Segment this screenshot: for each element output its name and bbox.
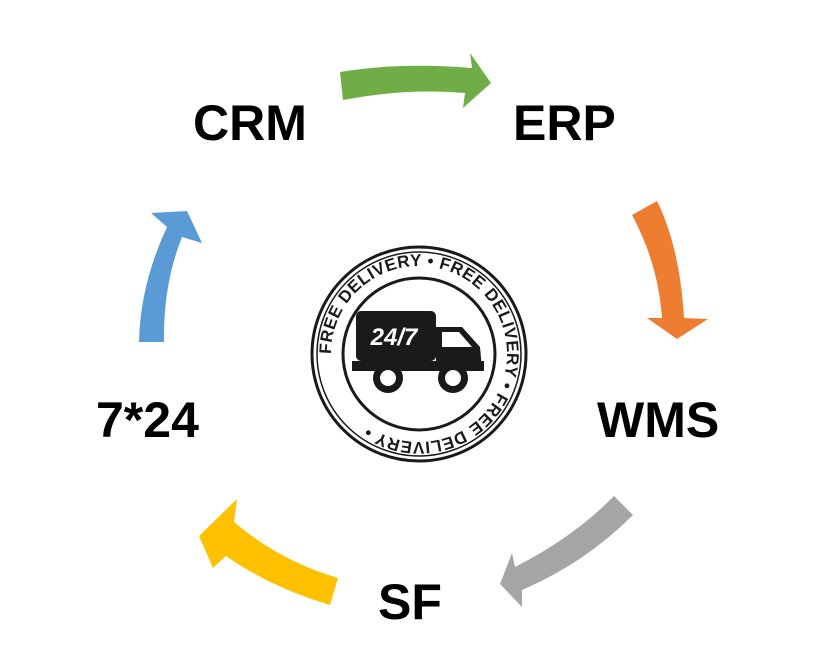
arrow-sf-to-service: [199, 499, 338, 605]
free-delivery-badge: FREE DELIVERY • FREE DELIVERY • FREE DEL…: [310, 245, 528, 463]
truck-text: 24/7: [370, 324, 419, 351]
node-sf-label: SF: [378, 574, 442, 630]
truck-icon: 24/7: [352, 311, 484, 393]
arrow-wms-to-sf: [500, 496, 633, 607]
badge-outer-ring: [316, 251, 522, 457]
arrow-erp-to-wms: [632, 201, 708, 339]
arrow-crm-to-erp: [340, 53, 491, 108]
node-wms-label: WMS: [597, 392, 720, 448]
arrow-service-to-crm: [139, 211, 202, 342]
node-crm-label: CRM: [193, 95, 307, 151]
node-erp-label: ERP: [513, 95, 616, 151]
node-service-label: 7*24: [96, 392, 199, 448]
